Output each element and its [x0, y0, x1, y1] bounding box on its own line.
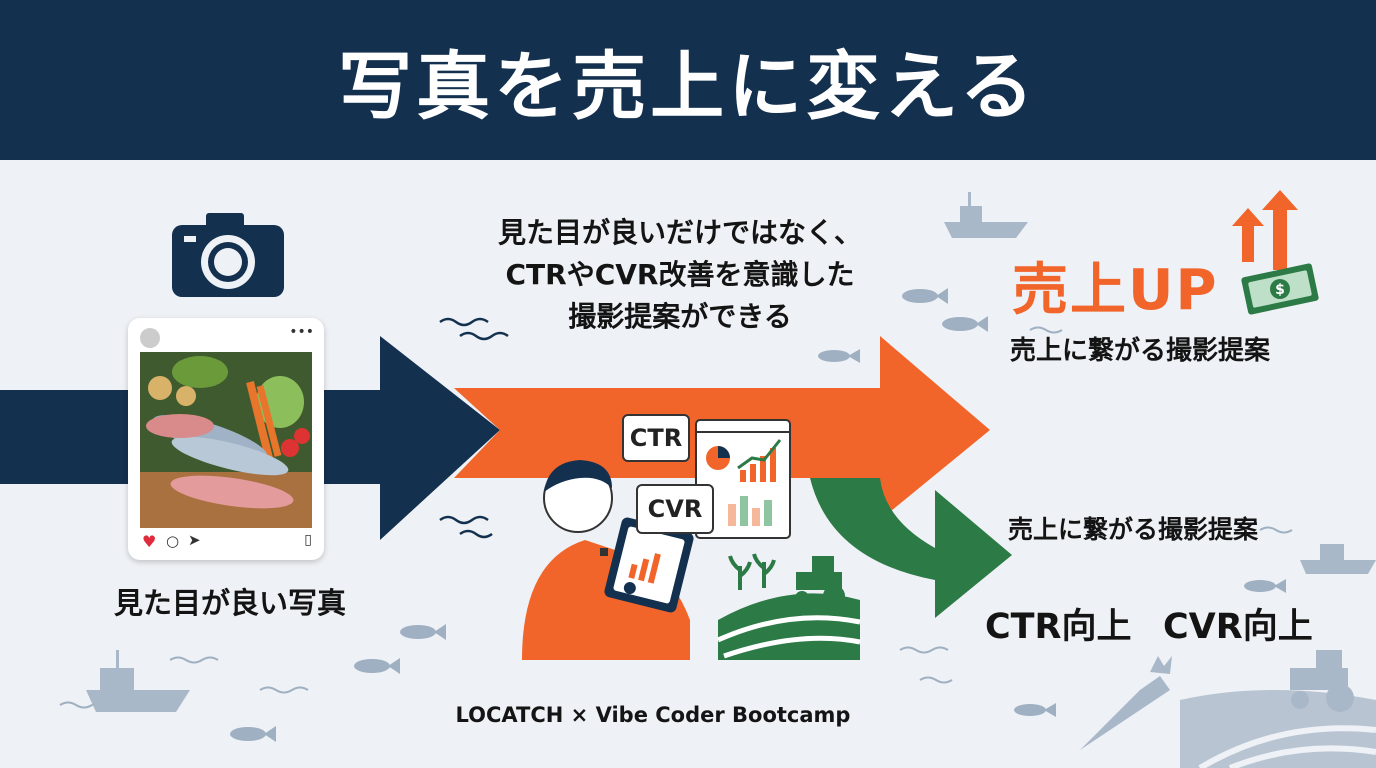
heart-icon[interactable]: ♥ — [142, 532, 157, 551]
sales-up-heading: 売上UP — [1012, 258, 1219, 323]
share-icon[interactable]: ➤ — [188, 531, 201, 549]
cvr-bubble: CVR — [636, 484, 714, 534]
bookmark-icon[interactable]: ▯ — [304, 532, 312, 548]
ctr-up-label: CTR向上 — [985, 607, 1132, 647]
camera-icon — [172, 213, 284, 297]
fish-icon — [230, 288, 1286, 742]
sales-subtitle-bottom: 売上に繋がる撮影提案 — [1008, 515, 1259, 544]
money-icon: $ — [1241, 263, 1319, 315]
center-message-line3: 撮影提案ができる — [568, 300, 792, 333]
footer-credit: LOCATCH × Vibe Coder Bootcamp — [455, 703, 851, 727]
more-icon: ••• — [289, 324, 314, 340]
ctr-bubble: CTR — [622, 414, 690, 462]
comment-icon[interactable]: ○ — [166, 532, 180, 550]
wave-decoration — [439, 317, 509, 539]
sales-subtitle-top: 売上に繋がる撮影提案 — [1010, 336, 1271, 366]
cvr-up-label: CVR向上 — [1163, 607, 1313, 647]
tablet-icon — [604, 517, 694, 613]
center-message-line2: CTRやCVR改善を意識した — [505, 258, 855, 291]
chart-window — [695, 419, 791, 539]
ctr-bubble-label: CTR — [629, 424, 683, 452]
center-message-line1: 見た目が良いだけではなく、 — [497, 216, 862, 249]
food-photo — [140, 352, 312, 528]
boat-icon — [86, 192, 1376, 712]
header-banner: 写真を売上に変える — [0, 0, 1376, 160]
farm-field — [716, 553, 861, 660]
avatar — [140, 328, 160, 348]
photo-label: 見た目が良い写真 — [113, 586, 346, 620]
farm-field-light — [1180, 690, 1376, 768]
svg-text:$: $ — [1275, 282, 1285, 298]
cvr-bubble-label: CVR — [647, 495, 703, 523]
page-title: 写真を売上に変える — [338, 43, 1038, 130]
center-message: 見た目が良いだけではなく、 CTRやCVR改善を意識した 撮影提案ができる — [440, 212, 920, 338]
carrot-icon — [1080, 656, 1172, 750]
social-post-card: ••• ♥ ○ ➤ ▯ — [128, 318, 324, 560]
tractor-icon — [1290, 650, 1354, 712]
wave-decoration-light — [59, 326, 1293, 709]
person-illustration — [522, 460, 690, 660]
illustration-canvas: $ — [0, 190, 1376, 768]
green-arrow — [810, 478, 1012, 618]
up-arrow-icon — [1232, 190, 1298, 270]
